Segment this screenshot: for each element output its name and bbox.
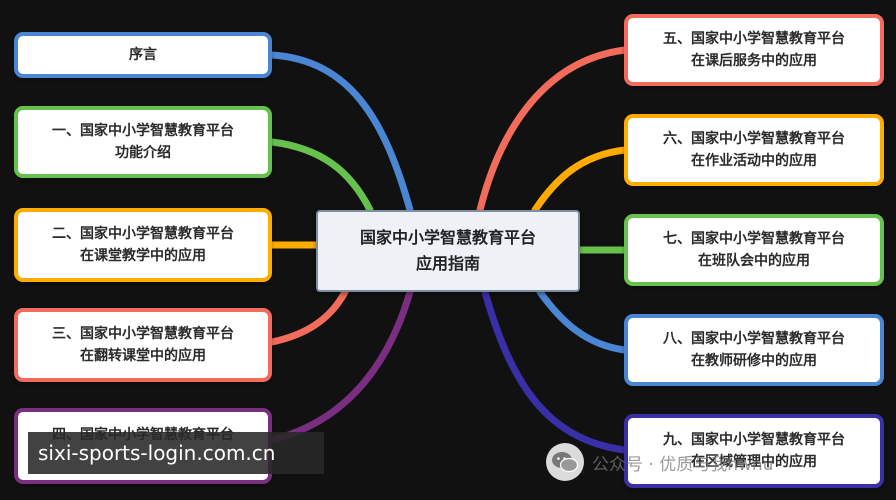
wechat-watermark-text: 公众号 · 优质与我nwnu (592, 454, 774, 475)
branch-8[interactable]: 八、国家中小学智慧教育平台 在教师研修中的应用 (624, 314, 884, 386)
branch-3[interactable]: 三、国家中小学智慧教育平台 在翻转课堂中的应用 (14, 308, 272, 382)
connector-branch-3 (268, 288, 349, 346)
central-topic[interactable]: 国家中小学智慧教育平台 应用指南 (316, 210, 580, 292)
connector-branch-1 (268, 138, 374, 214)
connector-preface (268, 51, 414, 214)
branch-7[interactable]: 七、国家中小学智慧教育平台 在班队会中的应用 (624, 214, 884, 286)
branch-5[interactable]: 五、国家中小学智慧教育平台 在课后服务中的应用 (624, 14, 884, 86)
branch-6[interactable]: 六、国家中小学智慧教育平台 在作业活动中的应用 (624, 114, 884, 186)
branch-7-label: 七、国家中小学智慧教育平台 在班队会中的应用 (663, 231, 845, 269)
branch-1[interactable]: 一、国家中小学智慧教育平台 功能介绍 (14, 106, 272, 178)
connector-branch-5 (476, 46, 629, 214)
branch-8-label: 八、国家中小学智慧教育平台 在教师研修中的应用 (663, 331, 845, 369)
branch-6-label: 六、国家中小学智慧教育平台 在作业活动中的应用 (663, 131, 845, 169)
connector-branch-8 (536, 288, 629, 354)
branch-preface-label: 序言 (129, 47, 157, 63)
branch-1-label: 一、国家中小学智慧教育平台 功能介绍 (52, 123, 234, 161)
wechat-watermark: 公众号 · 优质与我nwnu (546, 442, 773, 482)
connector-branch-9 (481, 288, 629, 454)
branch-9-label: 九、国家中小学智慧教育平台 在区域管理中的应用 (663, 432, 845, 470)
wechat-icon (546, 443, 584, 481)
branch-5-label: 五、国家中小学智慧教育平台 在课后服务中的应用 (663, 31, 845, 69)
branch-9[interactable]: 九、国家中小学智慧教育平台 在区域管理中的应用 (624, 414, 884, 488)
site-watermark: sixi-sports-login.com.cn (28, 432, 324, 474)
connector-branch-6 (531, 146, 629, 214)
site-watermark-text: sixi-sports-login.com.cn (38, 441, 276, 465)
branch-2-label: 二、国家中小学智慧教育平台 在课堂教学中的应用 (52, 226, 234, 264)
branch-preface[interactable]: 序言 (14, 32, 272, 78)
central-topic-label: 国家中小学智慧教育平台 应用指南 (359, 228, 536, 273)
branch-2[interactable]: 二、国家中小学智慧教育平台 在课堂教学中的应用 (14, 208, 272, 282)
branch-3-label: 三、国家中小学智慧教育平台 在翻转课堂中的应用 (52, 326, 234, 364)
connector-branch-4 (268, 288, 414, 444)
